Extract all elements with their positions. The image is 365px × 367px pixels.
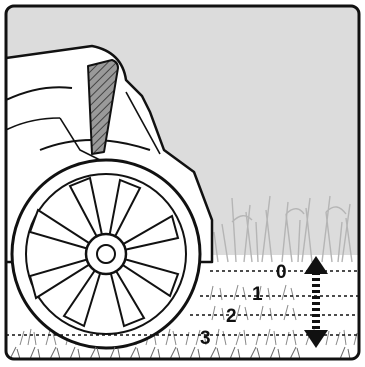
height-level-3: 3 xyxy=(200,328,211,349)
height-level-1: 1 xyxy=(252,284,263,305)
height-level-2: 2 xyxy=(226,306,237,327)
wheel-icon xyxy=(12,160,200,348)
height-level-0: 0 xyxy=(276,262,287,283)
